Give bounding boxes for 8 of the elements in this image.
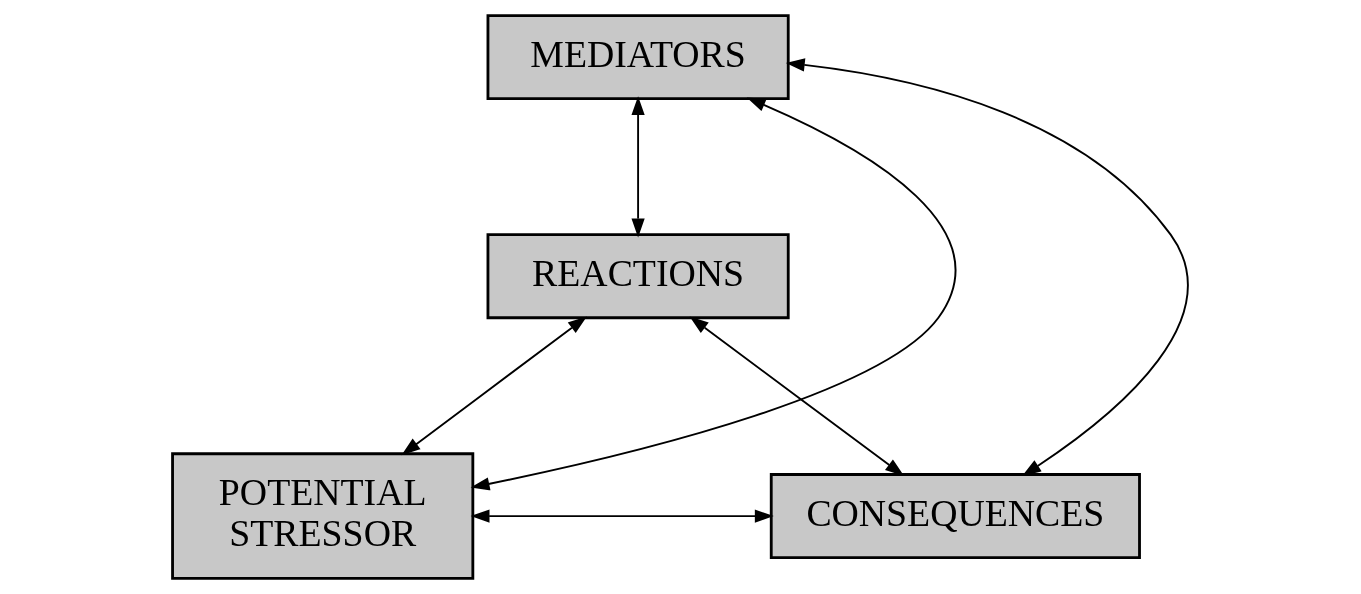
arrow (470, 509, 774, 523)
node-box: CONSEQUENCES (769, 473, 1141, 560)
node-box: POTENTIAL STRESSOR (171, 452, 475, 580)
arrow (401, 316, 587, 456)
node-box: MEDIATORS (486, 14, 790, 101)
node-box: REACTIONS (486, 233, 790, 320)
arrow (631, 96, 645, 238)
arrow (470, 97, 957, 491)
